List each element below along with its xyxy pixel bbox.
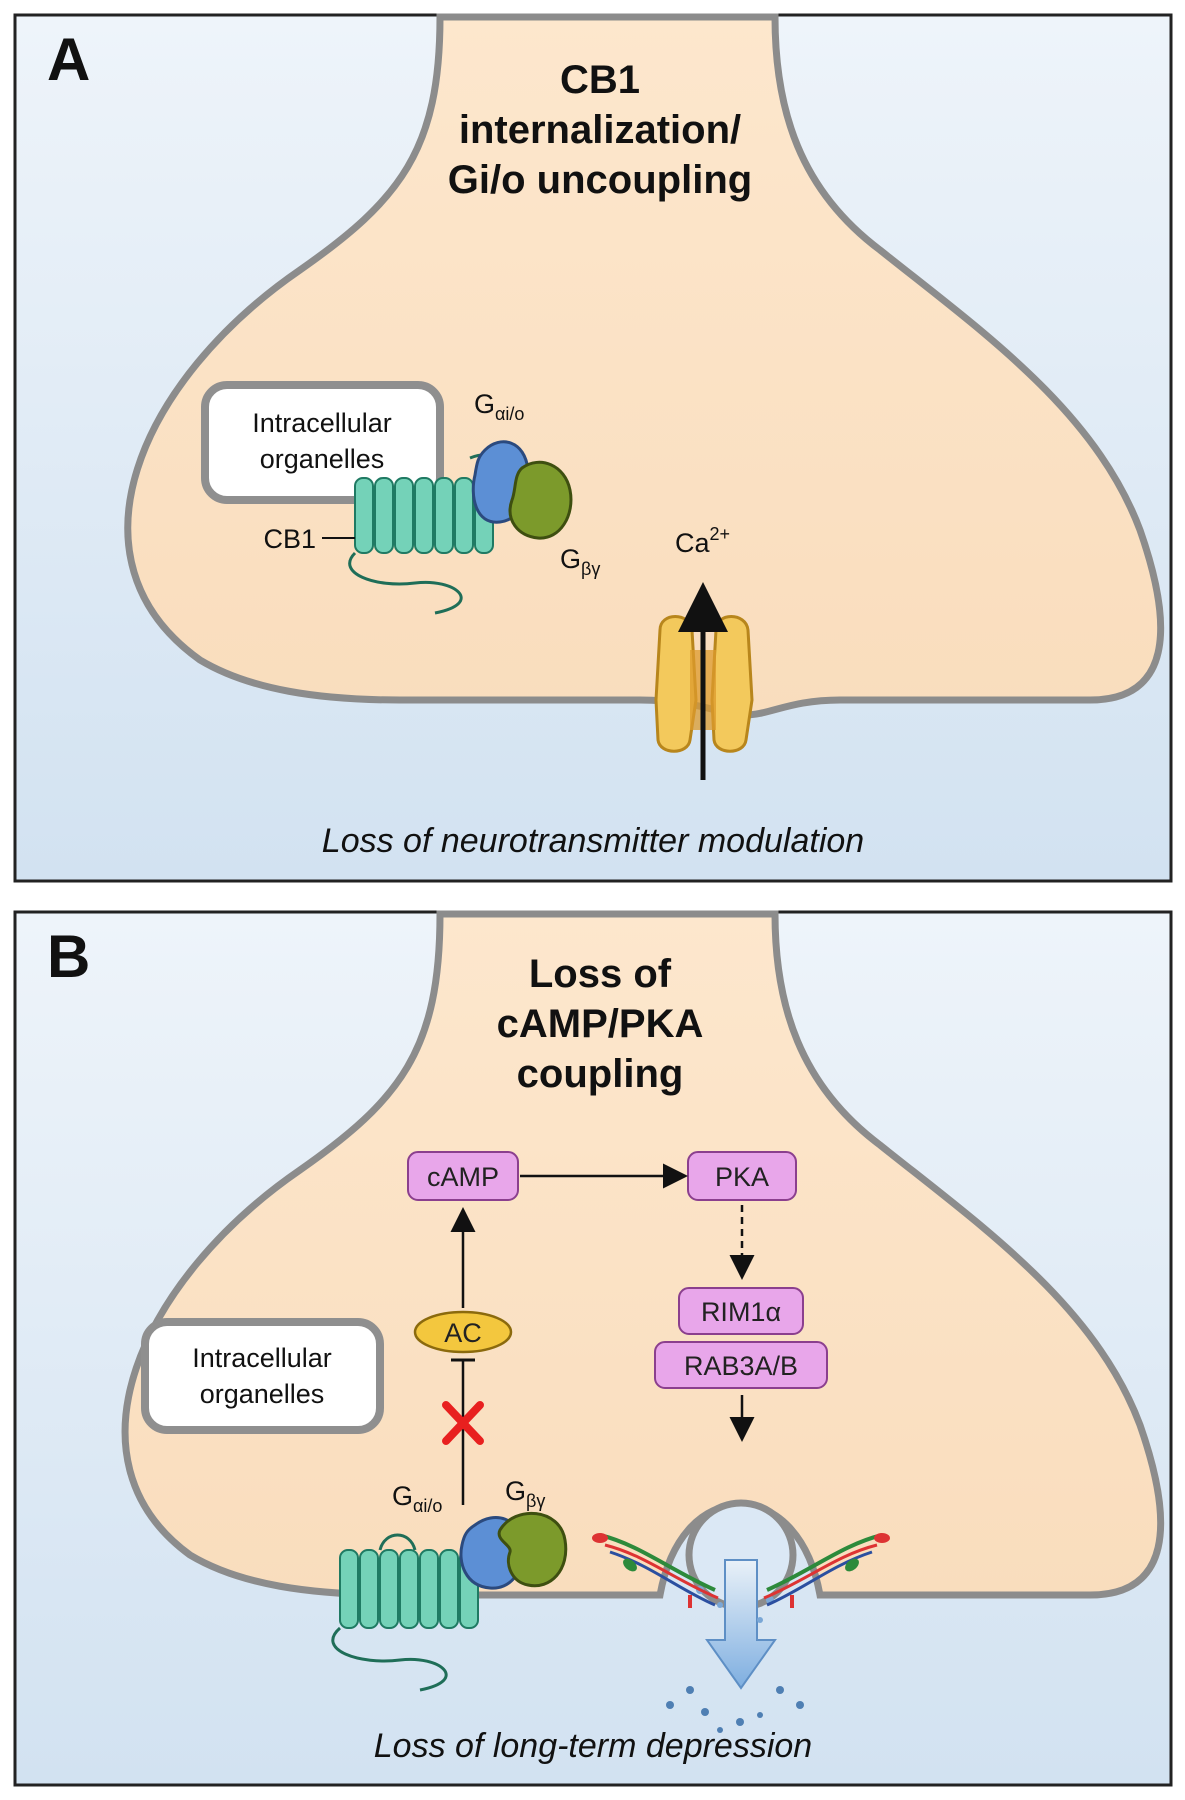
organelles-label-b-line-1: Intracellular: [192, 1343, 332, 1373]
g-beta-gamma-protein-b: [497, 1511, 568, 1588]
panel-a-title-line-3: Gi/o uncoupling: [448, 158, 752, 202]
pka-box: [687, 1151, 797, 1201]
organelles-label-b-line-2: organelles: [200, 1379, 325, 1409]
pka-label: PKA: [715, 1162, 769, 1192]
organelles-box-b: [141, 1318, 384, 1434]
camp-box: [407, 1151, 519, 1201]
cb1-receptor-b: [331, 1533, 479, 1692]
panel-a-title-line-2: internalization/: [459, 108, 741, 152]
blocked-x-icon: [442, 1401, 484, 1445]
panel-a: A CB1 internalization/ Gi/o uncoupling I…: [13, 13, 1173, 883]
panel-a-letter: A: [47, 26, 90, 93]
g-alpha-label-b: Gαi/o: [392, 1481, 442, 1516]
cb1-label-a: CB1: [263, 524, 316, 554]
panel-b-letter: B: [47, 923, 90, 990]
release-arrow: [705, 1559, 777, 1690]
panel-b-caption: Loss of long-term depression: [374, 1727, 812, 1765]
camp-label: cAMP: [427, 1162, 499, 1192]
panel-b: B Loss of cAMP/PKA coupling Intracellula…: [13, 910, 1173, 1787]
g-beta-label-b: Gβγ: [505, 1476, 545, 1511]
g-beta-gamma-protein-a: [508, 460, 573, 540]
panel-b-title-line-3: coupling: [517, 1052, 684, 1096]
calcium-label-a: Ca2+: [675, 524, 730, 558]
panel-a-title-line-1: CB1: [560, 58, 640, 102]
adenylyl-cyclase: [413, 1310, 513, 1354]
g-alpha-label-a: Gαi/o: [474, 389, 524, 424]
cb1-receptor-a: [348, 453, 500, 615]
rim1a-label: RIM1α: [701, 1297, 781, 1327]
organelles-label-a-line-1: Intracellular: [252, 408, 392, 438]
panel-b-title-line-2: cAMP/PKA: [497, 1002, 704, 1046]
organelles-label-a-line-2: organelles: [260, 444, 385, 474]
g-beta-label-a: Gβγ: [560, 544, 600, 579]
rab3ab-label: RAB3A/B: [684, 1351, 798, 1381]
snare-complex-left: [592, 1533, 719, 1608]
panel-b-title-line-1: Loss of: [529, 952, 672, 996]
rab3ab-box: [654, 1341, 828, 1389]
organelles-box-a: [201, 381, 444, 504]
calcium-channel-a: [654, 615, 754, 753]
snare-complex-right: [763, 1533, 890, 1608]
panel-a-caption: Loss of neurotransmitter modulation: [322, 822, 864, 860]
ac-label: AC: [444, 1318, 482, 1348]
synaptic-vesicle: [666, 1499, 804, 1733]
rim1a-box: [678, 1287, 804, 1335]
